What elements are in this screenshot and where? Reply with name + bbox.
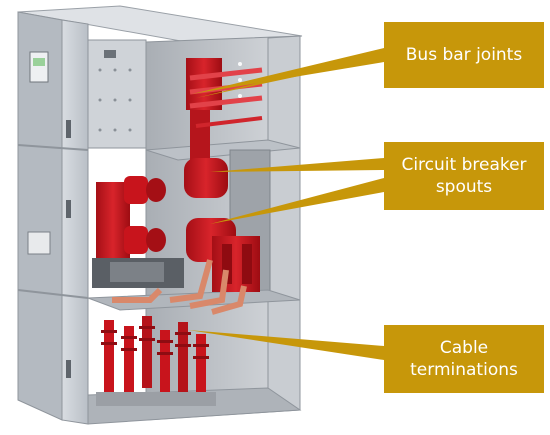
callout-bus-bar-joints-label: Bus bar joints [405, 45, 523, 65]
callout-cable-line1: Cable [439, 338, 489, 358]
callout-cable-terminations: Cable terminations [384, 325, 544, 393]
leader-breaker-lower [210, 178, 384, 224]
callout-cable-line2: terminations [410, 360, 518, 380]
leader-busbar [192, 48, 384, 94]
callout-circuit-breaker-spouts: Circuit breaker spouts [384, 142, 544, 210]
leader-busbar-2 [196, 52, 384, 98]
callout-bus-bar-joints: Bus bar joints [384, 22, 544, 88]
bus-bars [186, 58, 263, 160]
callout-circuit-breaker-line1: Circuit breaker [401, 155, 527, 175]
leader-cable [188, 330, 384, 360]
copper-links [112, 259, 247, 315]
cable-terminations [96, 316, 216, 406]
callout-circuit-breaker-line2: spouts [435, 177, 493, 197]
leader-breaker-upper [210, 158, 384, 172]
current-transformers [212, 236, 260, 292]
callout-leaders [188, 48, 384, 360]
